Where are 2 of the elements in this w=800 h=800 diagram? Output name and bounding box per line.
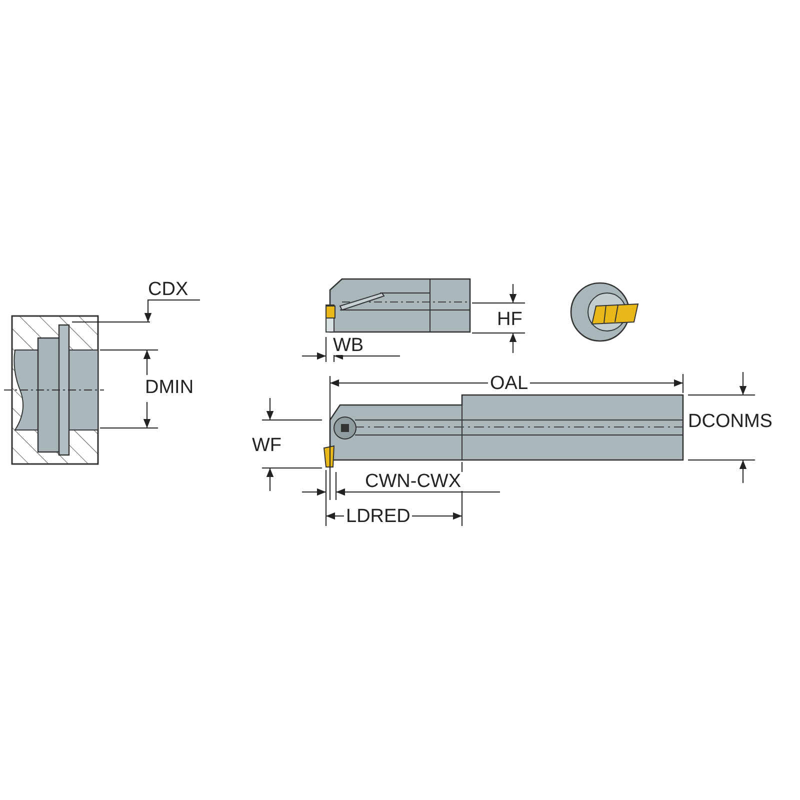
dimension-label: WB [331, 336, 366, 355]
dimension-label: CWN-CWX [363, 472, 464, 491]
